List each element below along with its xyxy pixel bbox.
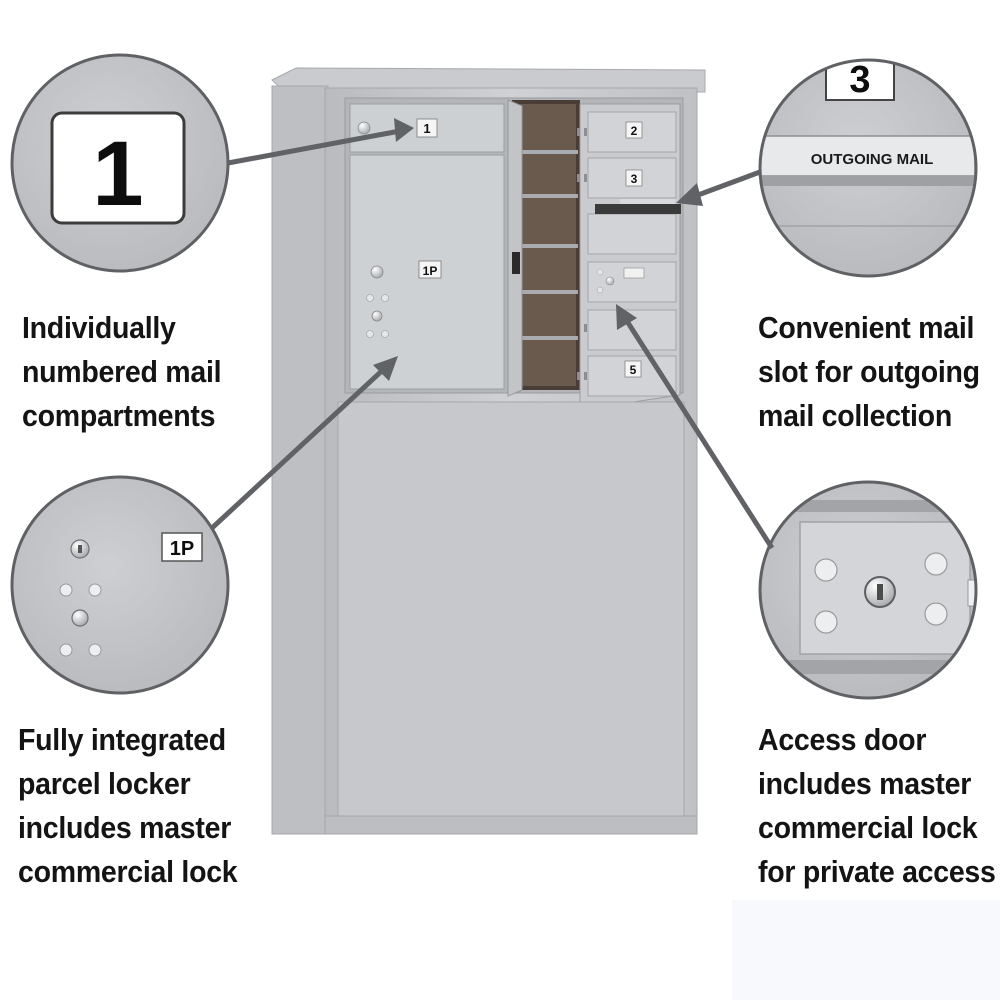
caption-access-door: Access door includes master commercial l… [758,722,996,889]
zoom-access-door-lock [758,480,978,700]
lock-icon [71,609,89,627]
caption-numbered-compartments: Individually numbered mail compartments [22,310,222,433]
door-label-1: 1 [423,121,430,136]
zoom-parcel-tag: 1P [170,538,194,560]
zoom-outgoing-slot: 3 OUTGOING MAIL [758,58,978,278]
open-access-door-edge [507,99,523,397]
lock-icon [357,121,371,135]
door-label-3: 3 [631,172,638,186]
zoom-parcel-locker: 1P [10,475,230,695]
callout-arrows [210,128,775,550]
caption-parcel-locker: Fully integrated parcel locker includes … [18,722,238,889]
unit-side-panel [271,85,329,835]
lower-pedestal-panel [337,401,685,817]
outgoing-mail-slot [595,204,681,214]
arrow-parcel [210,366,387,530]
parcel-label: 1P [423,264,438,278]
door-label-5: 5 [630,363,637,377]
door-label-2: 2 [631,124,638,138]
mailbox-unit: 1 1P [271,67,706,835]
zoom-number-label: 1 [92,123,143,225]
arrow-numbered [227,128,401,166]
lock-icon [370,265,384,279]
zoom-compartment-number: 1 [10,53,230,273]
zoom-outgoing-number: 3 [849,59,870,101]
corner-panel [732,900,1000,1000]
zoom-outgoing-slot-label: OUTGOING MAIL [811,151,934,168]
arrow-access [622,316,775,550]
caption-outgoing-slot: Convenient mail slot for outgoing mail c… [758,310,980,433]
arrow-outgoing [689,169,761,201]
lock-icon [371,310,383,322]
